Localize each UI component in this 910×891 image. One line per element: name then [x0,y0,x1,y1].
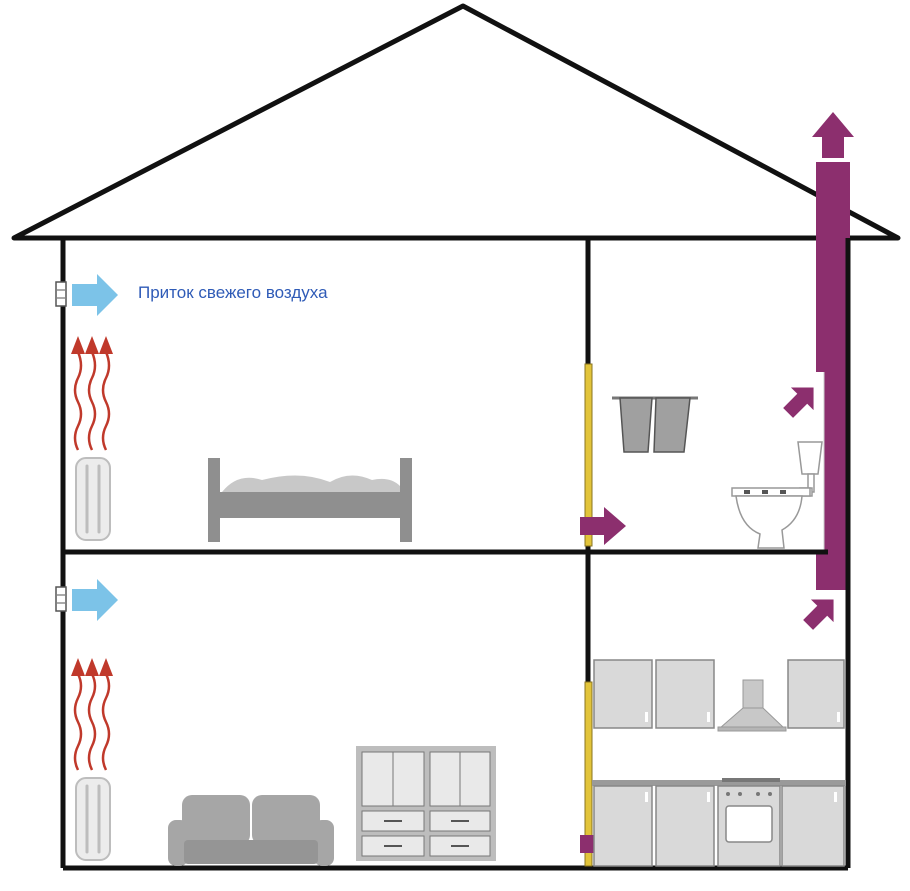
bed-icon [208,458,412,542]
fresh-air-label: Приток свежего воздуха [138,283,328,302]
sofa-icon [168,795,334,866]
range-hood-icon [717,679,787,732]
fresh-air-arrow-lower-icon [72,579,118,621]
window-vent-lower [55,586,67,612]
kitchen-lower-handles [645,792,837,802]
exhaust-inlet-arrow-bathroom-icon [783,387,814,418]
fresh-air-arrow-upper-icon [72,274,118,316]
towel-rack-icon [612,396,698,453]
heat-waves-upper-icon [71,336,113,451]
kitchen-upper-cabinets [593,659,845,729]
toilet-seat-marks [744,490,786,494]
roof [11,3,901,241]
exhaust-outlet-arrow-icon [812,112,854,158]
kitchen-lower-cabinets [593,785,845,867]
toilet-icon [731,441,823,549]
radiator-lower-icon [75,777,111,861]
radiator-upper-icon [75,457,111,541]
exhaust-flow-arrow-bathroom-icon [580,507,626,545]
countertop [592,780,846,786]
vent-strip-lower [584,681,593,867]
vent-strip-upper [584,363,593,547]
stove-icon [717,778,781,867]
cabinet-icon [356,746,496,861]
heat-waves-lower-icon [71,658,113,771]
window-vent-upper [55,281,67,307]
kitchen-upper-handles [645,712,840,722]
exhaust-inlet-arrow-kitchen-icon [803,599,834,630]
